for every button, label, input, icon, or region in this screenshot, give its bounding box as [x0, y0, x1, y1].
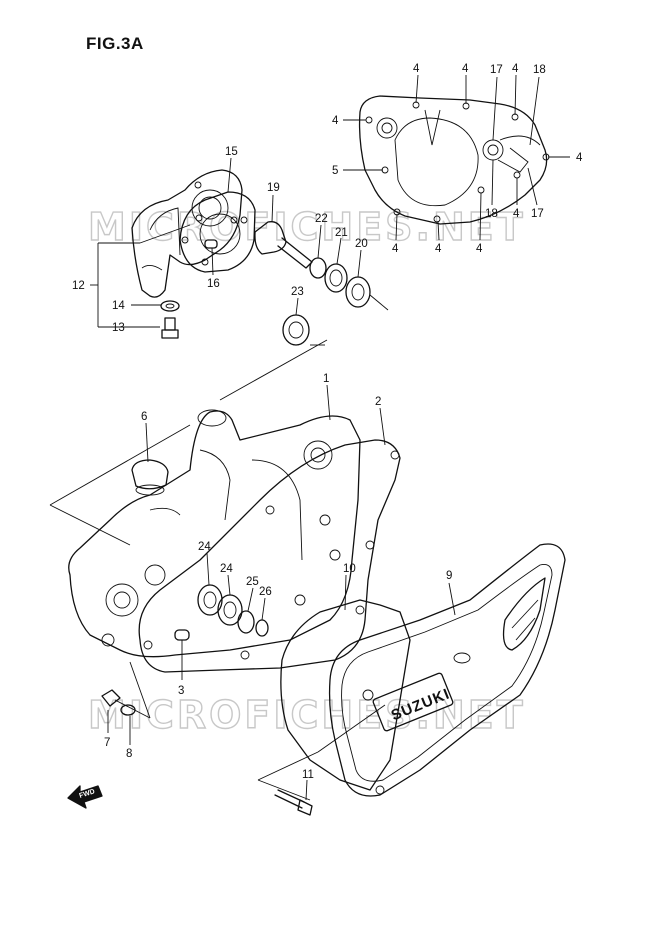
callout-17: 17 [490, 64, 503, 76]
bolt-13 [161, 317, 179, 339]
impeller-shaft [254, 221, 313, 269]
callout-4: 4 [513, 208, 520, 220]
bearing-21 [324, 263, 348, 293]
bearing-24a [197, 584, 223, 616]
callout-24: 24 [220, 563, 233, 575]
callout-18: 18 [533, 64, 546, 76]
callout-11: 11 [302, 769, 314, 781]
callout-4: 4 [462, 63, 469, 75]
callout-23: 23 [291, 286, 304, 298]
callout-21: 21 [335, 227, 348, 239]
oil-seal-20 [345, 276, 371, 308]
callout-4: 4 [332, 115, 339, 127]
callout-4: 4 [413, 63, 420, 75]
callout-22: 22 [315, 213, 328, 225]
callout-8: 8 [126, 748, 132, 760]
leaders-pump [90, 157, 389, 346]
washer-14 [160, 300, 180, 312]
dowel-pin-16 [204, 239, 218, 249]
callout-4: 4 [576, 152, 583, 164]
pump-gasket [179, 191, 256, 273]
leaders-outer [257, 574, 456, 801]
callout-16: 16 [207, 278, 220, 290]
callout-20: 20 [355, 238, 368, 250]
callout-4: 4 [435, 243, 442, 255]
callout-2: 2 [375, 396, 381, 408]
leaders-main [49, 339, 386, 745]
callout-4: 4 [392, 243, 399, 255]
crankcase-cover [68, 409, 361, 658]
bolt-7 [101, 689, 121, 707]
callout-7: 7 [104, 737, 110, 749]
callout-numbers: 4 4 17 4 18 4 5 4 18 4 17 4 4 4 15 19 22… [72, 63, 583, 781]
watermark-top: MICROFICHES.NET [88, 205, 526, 249]
callout-18: 18 [485, 208, 498, 220]
callout-24: 24 [198, 541, 211, 553]
callout-3: 3 [178, 685, 184, 697]
fwd-label: FWD [78, 788, 95, 800]
callout-5: 5 [332, 165, 338, 177]
cover-gasket [138, 439, 401, 673]
fwd-arrow: FWD [67, 785, 103, 809]
oil-seal-23 [282, 314, 310, 346]
callout-4: 4 [512, 63, 519, 75]
callout-26: 26 [259, 586, 272, 598]
callout-13: 13 [112, 322, 125, 334]
callout-25: 25 [246, 576, 259, 588]
figure-title: FIG.3A [86, 34, 144, 53]
oil-filler-cap [131, 459, 169, 496]
callout-9: 9 [446, 570, 452, 582]
callout-17: 17 [531, 208, 544, 220]
callout-1: 1 [323, 373, 329, 385]
callout-19: 19 [267, 182, 280, 194]
bolt-11 [274, 789, 313, 816]
callout-12: 12 [72, 280, 85, 292]
callout-4: 4 [476, 243, 483, 255]
watermark-bottom: MICROFICHES.NET [88, 693, 526, 737]
callout-15: 15 [225, 146, 238, 158]
circlip-25 [237, 610, 255, 634]
outer-cover-10 [280, 599, 411, 791]
callout-14: 14 [112, 300, 125, 312]
dowel-pin-3 [174, 629, 190, 641]
circlip-22 [309, 257, 327, 279]
callout-6: 6 [141, 411, 147, 423]
leaders-inner-cover [343, 74, 570, 241]
callout-10: 10 [343, 563, 356, 575]
washer-26 [255, 619, 269, 637]
